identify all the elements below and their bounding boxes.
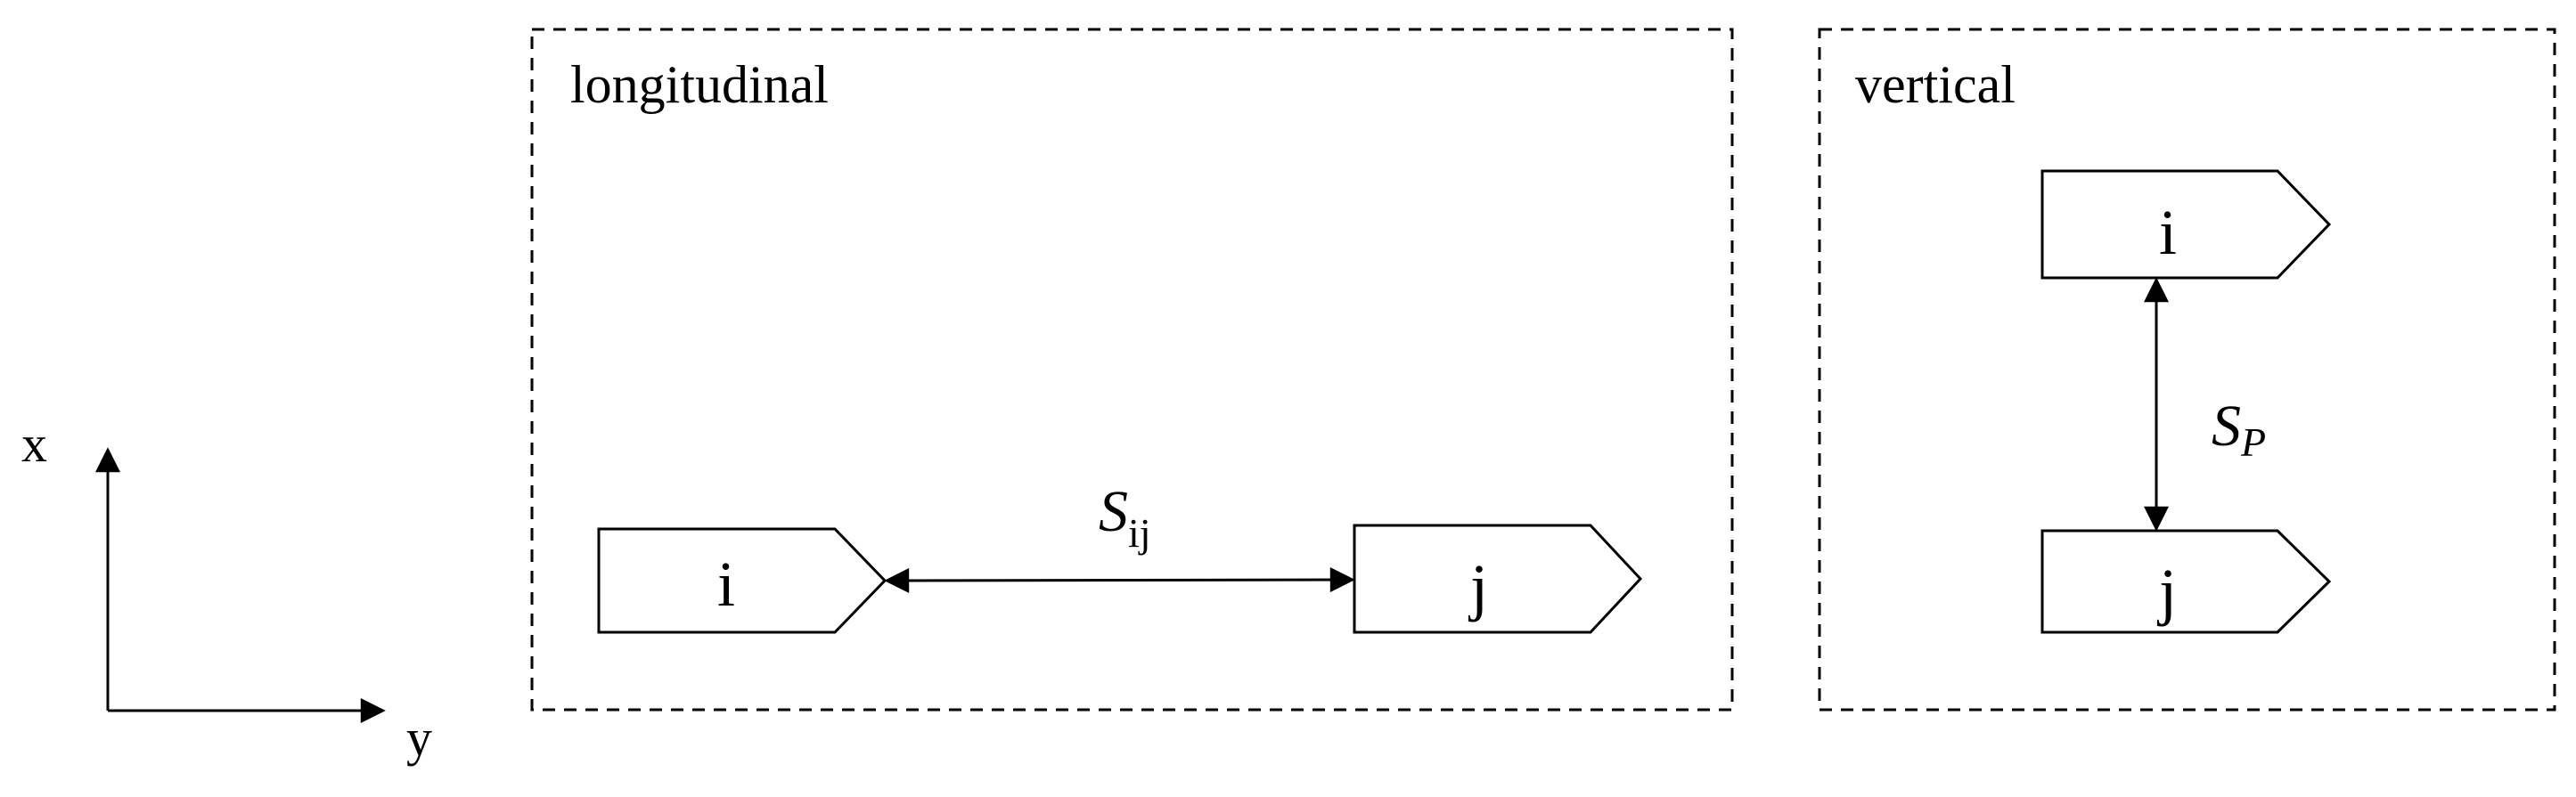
vertical-spacing-label: SP [2212,394,2266,465]
longitudinal-panel: longitudinal i j Sij [530,28,1734,712]
longitudinal-spacing-arrow [884,567,1355,593]
vehicle-i-label: i [717,549,735,620]
x-axis-label: x [21,415,47,473]
vehicle-i-label-vertical: i [2159,197,2177,268]
vehicle-i-shape [597,527,887,634]
vertical-frame [1818,28,2556,712]
vertical-panel: vertical i j SP [1818,28,2556,712]
vehicle-j-shape-vertical [2040,529,2332,634]
longitudinal-frame [530,28,1734,712]
longitudinal-title: longitudinal [570,55,829,114]
vehicle-j-label: j [1468,551,1488,622]
coordinate-axes: x y [21,415,432,767]
vehicle-j-label-vertical: j [2156,556,2177,627]
vehicle-i-shape-vertical [2040,169,2332,280]
longitudinal-spacing-label: Sij [1099,479,1151,556]
vertical-title: vertical [1855,55,2016,114]
y-axis-label: y [406,709,432,767]
vehicle-j-shape [1353,524,1643,634]
